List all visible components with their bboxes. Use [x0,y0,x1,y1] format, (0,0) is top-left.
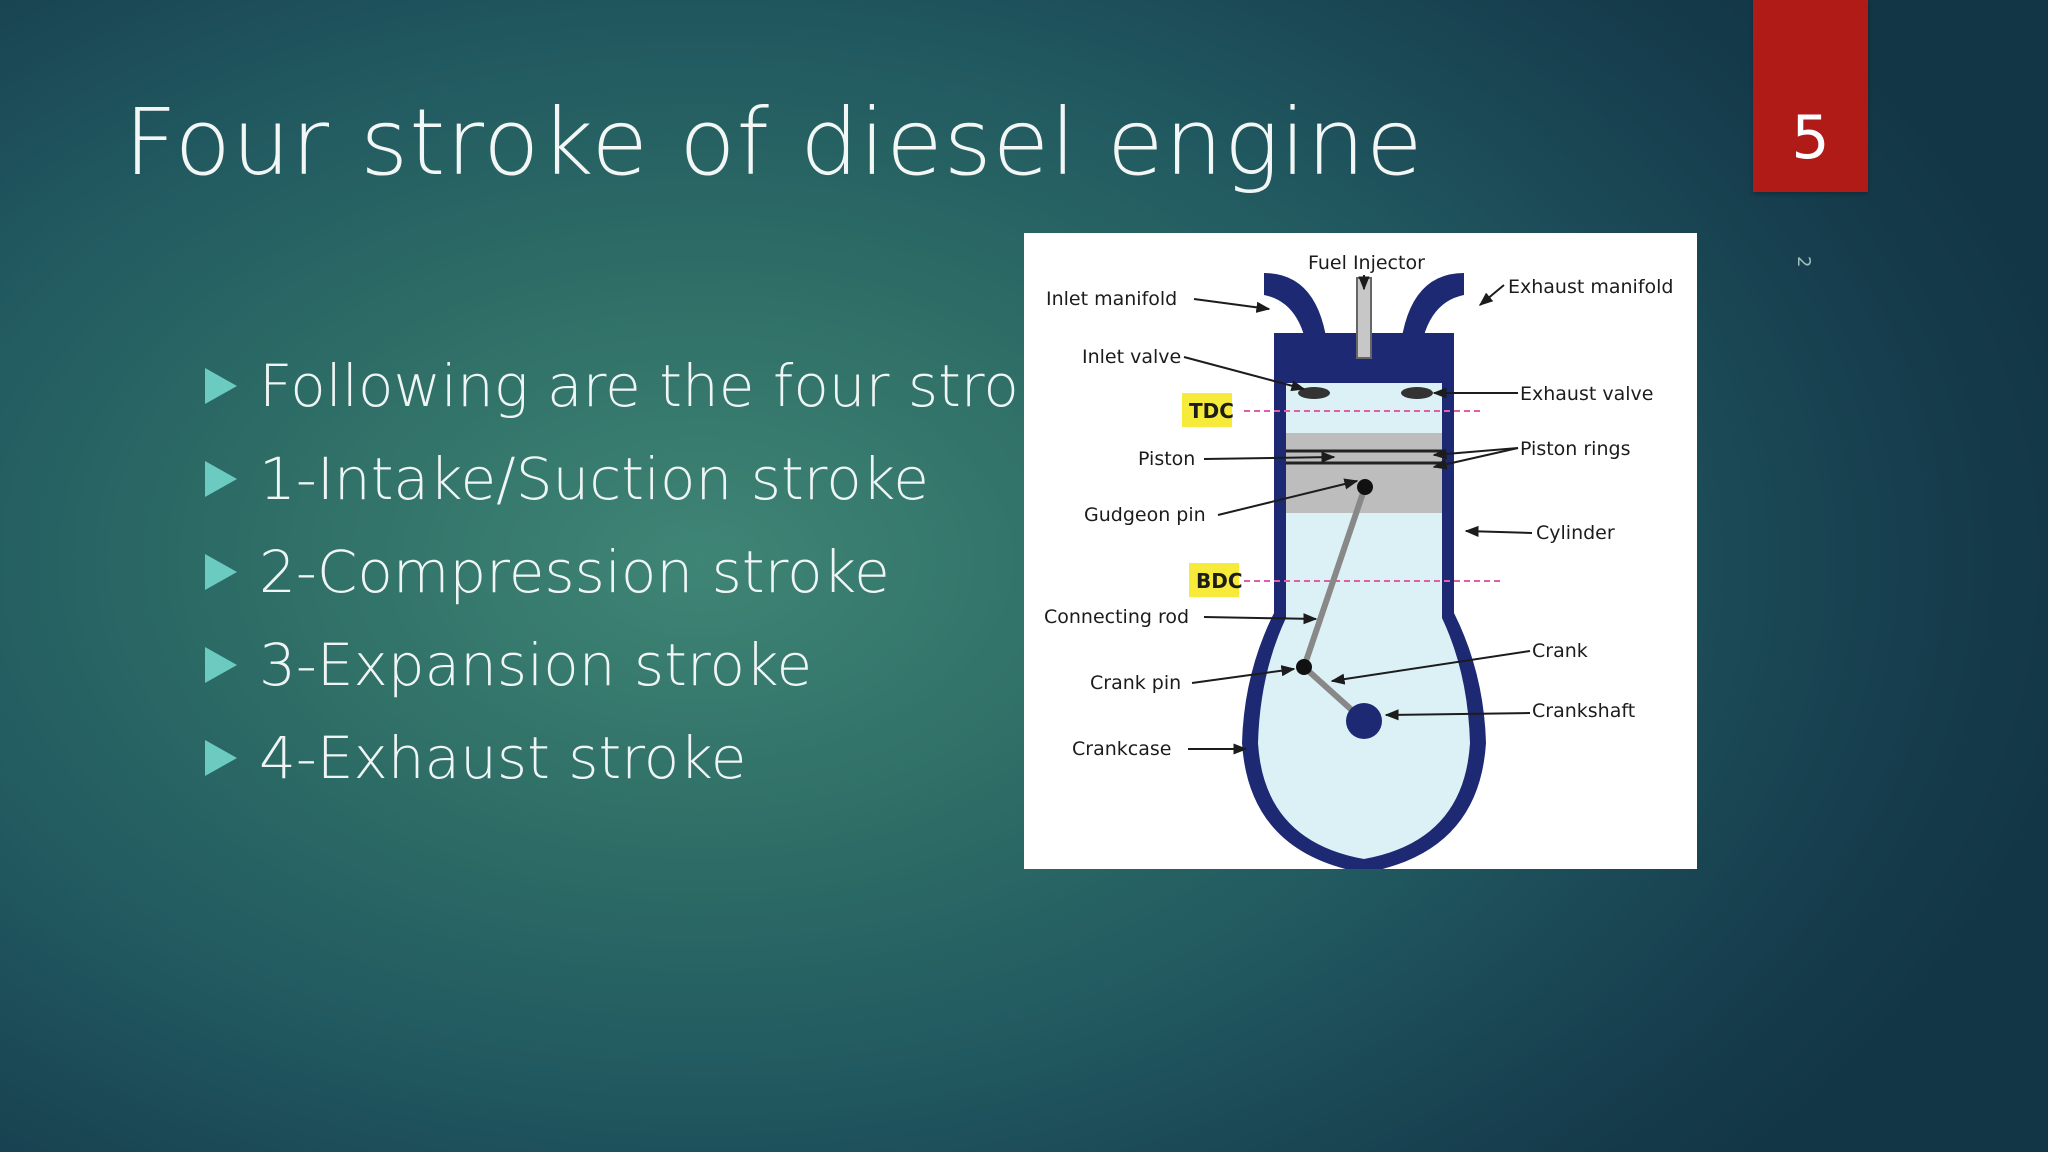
engine-diagram-svg: TDC BDC Fuel Injector Inlet manifold Exh… [1044,252,1674,869]
piston-shape [1286,433,1442,513]
inlet-manifold-shape [1264,273,1329,363]
bullet-item: 3-Expansion stroke [205,629,1025,722]
label-crankshaft: Crankshaft [1532,700,1635,722]
gudgeon-pin-shape [1357,479,1373,495]
slide-title: Four stroke of diesel engine [124,89,1424,196]
label-piston-rings: Piston rings [1520,438,1630,460]
bullet-text: 4-Exhaust stroke [259,724,747,792]
bullet-text: 1-Intake/Suction stroke [259,445,929,513]
leader-arrows [1183,275,1533,755]
label-bdc: BDC [1196,569,1243,593]
label-exhaust-valve: Exhaust valve [1520,383,1653,405]
label-connecting-rod: Connecting rod [1044,606,1189,628]
bullet-text: 2-Compression stroke [259,538,890,606]
label-crank-pin: Crank pin [1090,672,1181,694]
label-tdc: TDC [1189,399,1234,423]
bullet-item: Following are the four strokes [205,350,1025,443]
label-gudgeon-pin: Gudgeon pin [1084,504,1206,526]
crankshaft-shape [1346,703,1382,739]
label-inlet-valve: Inlet valve [1082,346,1181,368]
slide-number-badge: 5 [1753,0,1868,192]
bullet-text: 3-Expansion stroke [259,631,813,699]
triangle-bullet-icon [205,647,237,683]
tdc-tag [1182,393,1232,427]
bdc-tag [1189,563,1239,597]
bullet-item: 4-Exhaust stroke [205,722,1025,815]
label-exhaust-manifold: Exhaust manifold [1508,276,1674,298]
crank-pin-shape [1296,659,1312,675]
bullet-item: 2-Compression stroke [205,536,1025,629]
triangle-bullet-icon [205,740,237,776]
exhaust-manifold-shape [1399,273,1464,363]
side-page-mark: 2 [1793,256,1814,268]
label-fuel-injector: Fuel Injector [1308,252,1425,274]
bullet-item: 1-Intake/Suction stroke [205,443,1025,536]
diesel-engine-diagram: TDC BDC Fuel Injector Inlet manifold Exh… [1024,233,1697,869]
connecting-rod-shape [1301,486,1368,668]
label-cylinder: Cylinder [1536,522,1615,544]
triangle-bullet-icon [205,368,237,404]
bullet-list: Following are the four strokes 1-Intake/… [205,350,1025,815]
label-crankcase: Crankcase [1072,738,1171,760]
slide-number: 5 [1791,103,1830,173]
fuel-injector-shape [1356,277,1372,359]
label-inlet-manifold: Inlet manifold [1046,288,1177,310]
inlet-valve-shape [1298,387,1330,399]
label-piston: Piston [1138,448,1195,470]
triangle-bullet-icon [205,461,237,497]
triangle-bullet-icon [205,554,237,590]
bullet-text: Following are the four strokes [259,352,1025,420]
label-crank: Crank [1532,640,1588,662]
exhaust-valve-shape [1401,387,1433,399]
